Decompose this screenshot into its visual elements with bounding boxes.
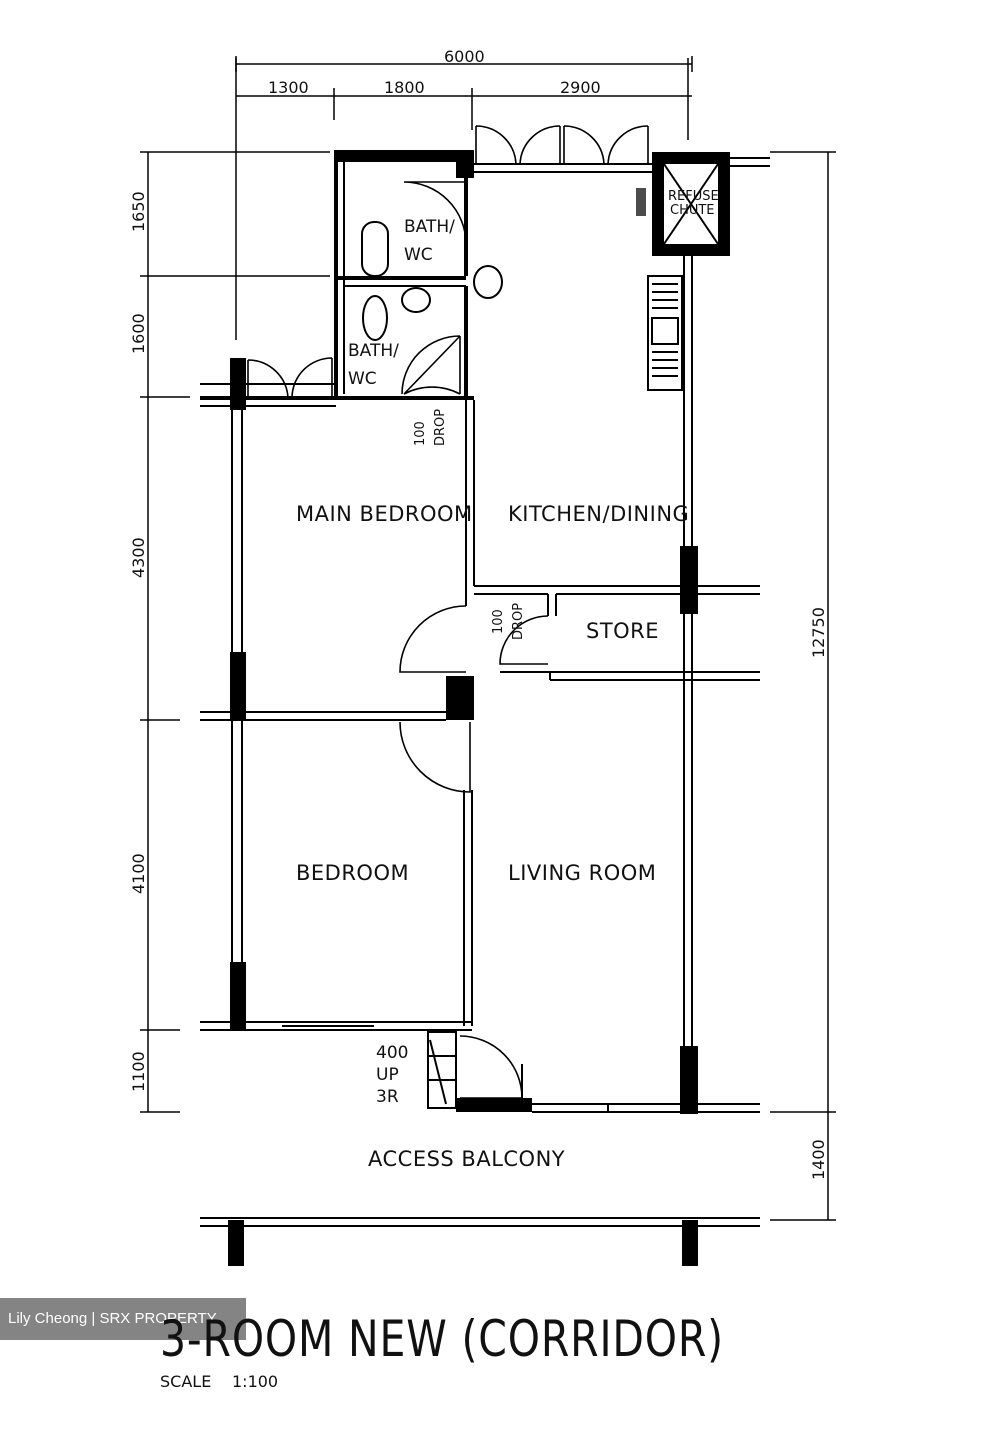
dimension-labels: 6000 1300 1800 2900 1650 1600 4300 4100 …	[129, 47, 828, 1180]
agent-watermark: Lily Cheong | SRX PROPERTY	[0, 1298, 246, 1340]
dimension-lines	[140, 56, 836, 1221]
drop-2-label: DROP	[511, 603, 526, 640]
living-room-label: LIVING ROOM	[508, 861, 656, 885]
room-labels: BATH/ WC BATH/ WC REFUSE CHUTE MAIN BEDR…	[296, 189, 719, 1171]
plan-title: 3-ROOM NEW (CORRIDOR)	[160, 1310, 724, 1368]
dim-left-3: 4300	[129, 537, 148, 578]
drop-2-value: 100	[491, 609, 506, 634]
drop-1-label: DROP	[433, 409, 448, 446]
dim-top-3: 2900	[560, 78, 601, 97]
dim-top-total: 6000	[444, 47, 485, 66]
scale-label: SCALE	[160, 1372, 212, 1391]
main-bedroom-label: MAIN BEDROOM	[296, 502, 473, 526]
store-label: STORE	[586, 619, 659, 643]
sink-drainboard	[652, 283, 678, 377]
step-label-line1: 400	[376, 1043, 408, 1063]
dim-left-5: 1100	[129, 1051, 148, 1092]
annotations: 100 DROP 100 DROP 400 UP 3R	[376, 409, 526, 1107]
dim-top-1: 1300	[268, 78, 309, 97]
step-label-line2: UP	[376, 1065, 399, 1085]
entrance-steps	[427, 1031, 457, 1109]
dim-left-1: 1650	[129, 191, 148, 232]
access-balcony-label: ACCESS BALCONY	[368, 1147, 565, 1171]
bath-wc-1-label-line1: BATH/	[404, 217, 455, 237]
step-label-line3: 3R	[376, 1087, 399, 1107]
doors	[247, 125, 649, 1099]
walls	[200, 150, 770, 1266]
dim-left-4: 4100	[129, 853, 148, 894]
dim-right-total: 12750	[809, 607, 828, 658]
bath-wc-1-label-line2: WC	[404, 245, 433, 265]
dim-top-2: 1800	[384, 78, 425, 97]
dim-right-balcony: 1400	[809, 1139, 828, 1180]
refuse-chute-label-line1: REFUSE	[668, 189, 719, 204]
bedroom-label: BEDROOM	[296, 861, 409, 885]
kitchen-dining-label: KITCHEN/DINING	[508, 502, 689, 526]
refuse-chute-label-line2: CHUTE	[670, 203, 715, 218]
scale-value: 1:100	[232, 1372, 279, 1391]
drop-1-value: 100	[413, 421, 428, 446]
bath-wc-2-label-line2: WC	[348, 369, 377, 389]
bath-wc-2-label-line1: BATH/	[348, 341, 399, 361]
dim-left-2: 1600	[129, 313, 148, 354]
